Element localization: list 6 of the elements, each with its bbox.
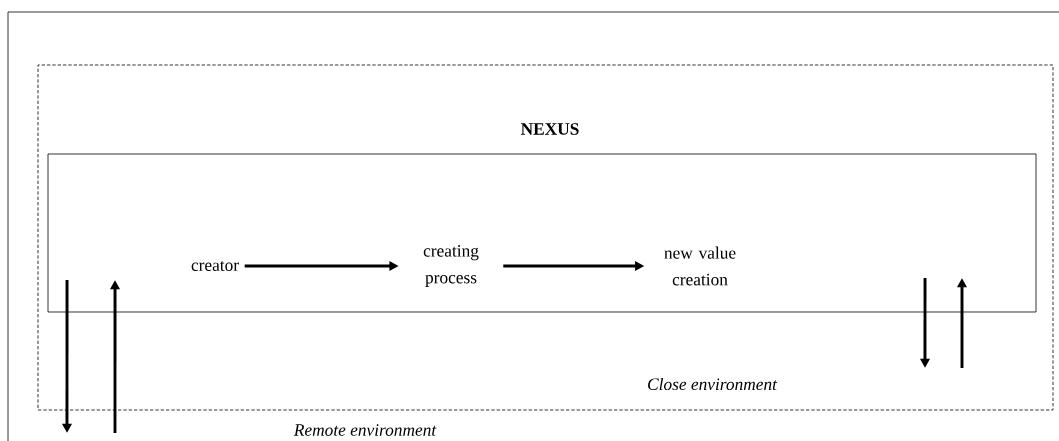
box-heading: NEXUS (520, 123, 579, 135)
region-label: Close environment (648, 377, 778, 391)
process-label: creating process (423, 245, 479, 287)
process-label: new value creation (664, 246, 736, 286)
region-label: Remote environment (293, 424, 437, 436)
process-label: creator (191, 261, 239, 271)
